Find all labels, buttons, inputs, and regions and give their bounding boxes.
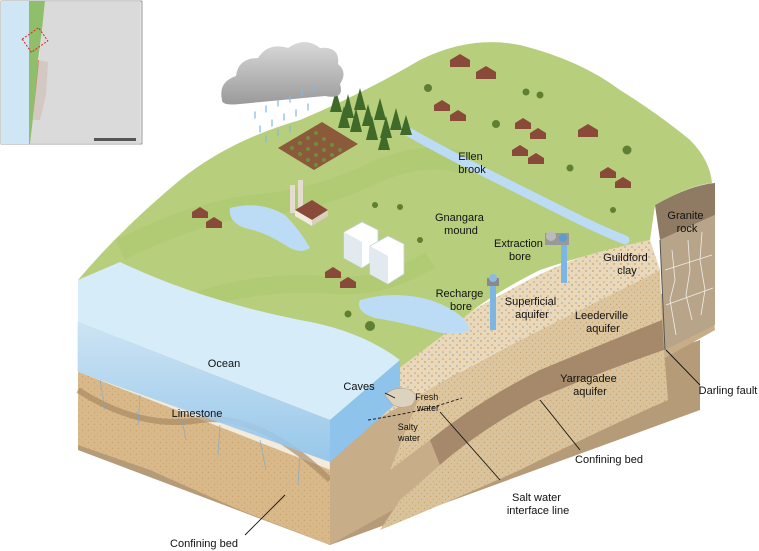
- caves: [384, 388, 416, 408]
- confining-bed-right-band: [430, 320, 664, 465]
- extraction-bore: [545, 231, 569, 283]
- label-fresh-water: Fresh water: [415, 392, 441, 413]
- label-granite-rock: Granite rock: [667, 210, 706, 235]
- ocean-front: [78, 322, 330, 462]
- label-extraction-bore: Extraction bore: [494, 238, 546, 263]
- label-gnangara-mound: Gnangara mound: [435, 212, 487, 237]
- leader-lines: [244, 349, 701, 536]
- label-guildford-clay: Guildford clay: [603, 252, 651, 277]
- yarragadee-dots: [380, 350, 668, 530]
- ocean-right-side: [330, 360, 400, 462]
- houses: [192, 54, 631, 288]
- label-superficial-aquifer: Superficial aquifer: [505, 296, 559, 321]
- granite-rock-face: [660, 215, 715, 350]
- label-leederville-aquifer: Leederville aquifer: [575, 310, 631, 335]
- granite-rock-top: [655, 183, 715, 240]
- lake-lower: [359, 295, 470, 334]
- granite-cracks: [664, 231, 714, 336]
- farm-plot: [278, 122, 358, 170]
- factory: [290, 180, 328, 226]
- round-trees: [344, 84, 632, 331]
- darling-fault-line: [659, 239, 666, 351]
- recharge-bore: [487, 274, 499, 330]
- ellen-brook: [400, 125, 630, 245]
- ocean-top: [78, 262, 400, 420]
- label-ocean: Ocean: [208, 358, 240, 370]
- office-buildings: [343, 221, 405, 285]
- limestone-veins: [99, 379, 301, 486]
- superficial-aquifer-dots: [340, 240, 660, 440]
- rain-cloud: [221, 42, 344, 143]
- label-recharge-bore: Recharge bore: [436, 288, 487, 313]
- inset-map: [0, 0, 143, 145]
- lake-upper: [229, 205, 310, 251]
- pine-forest: [330, 88, 412, 150]
- label-salty-water: Salty water: [397, 422, 420, 443]
- label-salt-water-interface: Salt water interface line: [507, 492, 569, 517]
- label-ellen-brook: Ellen brook: [458, 151, 486, 176]
- label-caves: Caves: [343, 381, 375, 393]
- label-yarragadee-aquifer: Yarragadee aquifer: [560, 373, 620, 398]
- leederville-dots: [390, 270, 662, 470]
- label-confining-bed-right: Confining bed: [575, 454, 643, 466]
- label-limestone: Limestone: [172, 408, 223, 420]
- label-confining-bed-left: Confining bed: [170, 538, 238, 550]
- label-darling-fault: Darling fault: [699, 385, 758, 397]
